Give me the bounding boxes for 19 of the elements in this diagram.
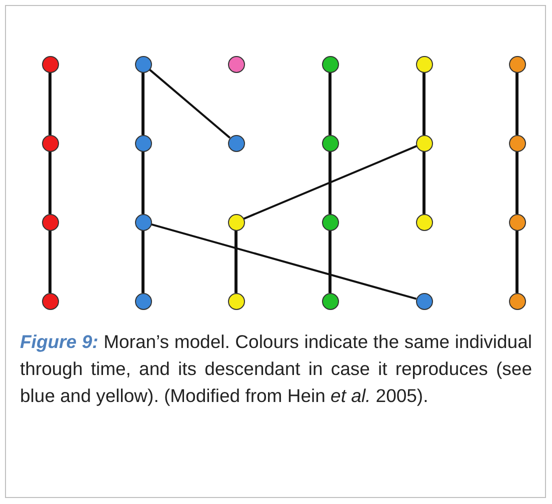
lineage-line xyxy=(516,151,518,214)
lineage-line xyxy=(148,68,231,139)
lineage-line xyxy=(516,72,518,135)
lineage-line xyxy=(150,223,417,300)
lineage-line xyxy=(48,151,52,214)
lineage-line xyxy=(328,230,332,293)
lineage-line xyxy=(142,151,144,214)
lineage-line xyxy=(328,151,332,214)
lineage-line xyxy=(234,230,238,293)
lineage-line xyxy=(516,230,518,293)
lineage-line xyxy=(48,72,52,135)
lineage-line xyxy=(328,72,332,135)
lineage-line xyxy=(242,145,418,220)
lineage-line xyxy=(142,72,144,135)
lineage-line xyxy=(48,230,52,293)
lineage-line xyxy=(142,230,144,293)
figure-caption: Figure 9: Moran’s model. Colours indicate the same individual through time, and its descendant in case it reproduces (see blue and yellow). (Modified from Hein et al. 2005). xyxy=(20,330,532,408)
lineage-line xyxy=(422,151,426,214)
lineage-line xyxy=(422,72,426,135)
